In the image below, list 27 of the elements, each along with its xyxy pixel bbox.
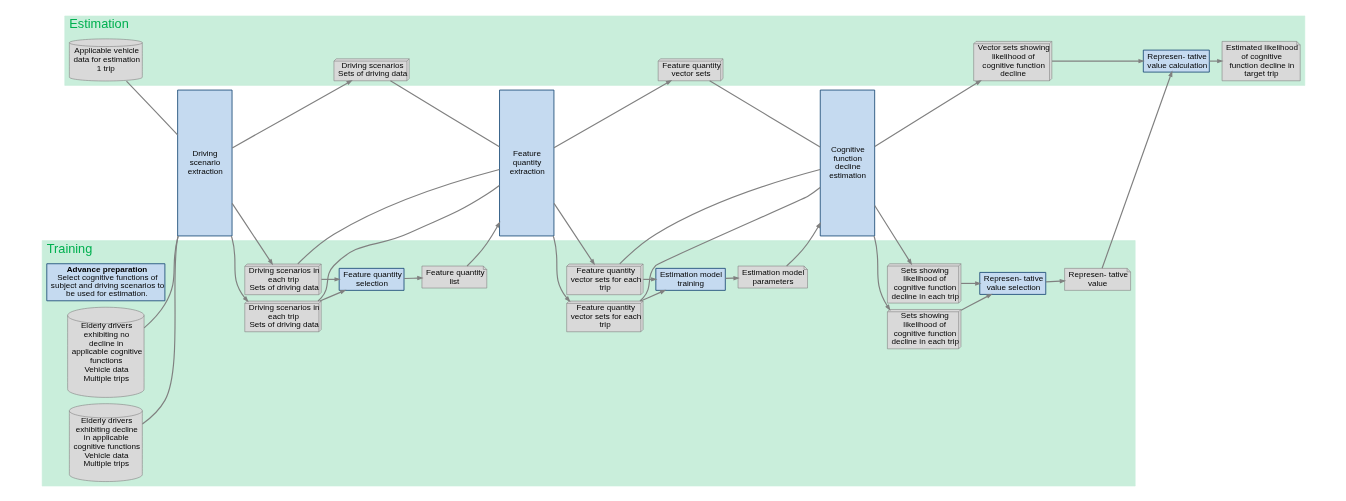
connector bbox=[638, 186, 821, 302]
arrow bbox=[785, 221, 821, 267]
connector bbox=[316, 184, 500, 302]
arrow bbox=[231, 79, 353, 148]
arrow bbox=[230, 234, 249, 302]
connector bbox=[708, 79, 821, 148]
connector bbox=[143, 234, 179, 328]
connector bbox=[389, 79, 500, 147]
connector bbox=[141, 234, 179, 425]
arrow bbox=[1208, 58, 1224, 63]
arrow bbox=[552, 202, 595, 265]
arrow bbox=[873, 79, 982, 147]
arrow bbox=[552, 234, 571, 302]
arrow bbox=[1050, 58, 1145, 63]
arrow bbox=[403, 275, 424, 280]
arrow bbox=[873, 234, 891, 311]
arrow bbox=[639, 289, 666, 302]
connector bbox=[296, 168, 500, 264]
arrow bbox=[318, 289, 346, 302]
connector bbox=[618, 168, 821, 264]
arrow bbox=[466, 220, 500, 267]
connector bbox=[125, 79, 178, 135]
arrow bbox=[231, 202, 273, 265]
arrow bbox=[960, 293, 993, 311]
arrow bbox=[873, 204, 912, 265]
arrow bbox=[552, 79, 672, 148]
arrow bbox=[1101, 70, 1172, 269]
